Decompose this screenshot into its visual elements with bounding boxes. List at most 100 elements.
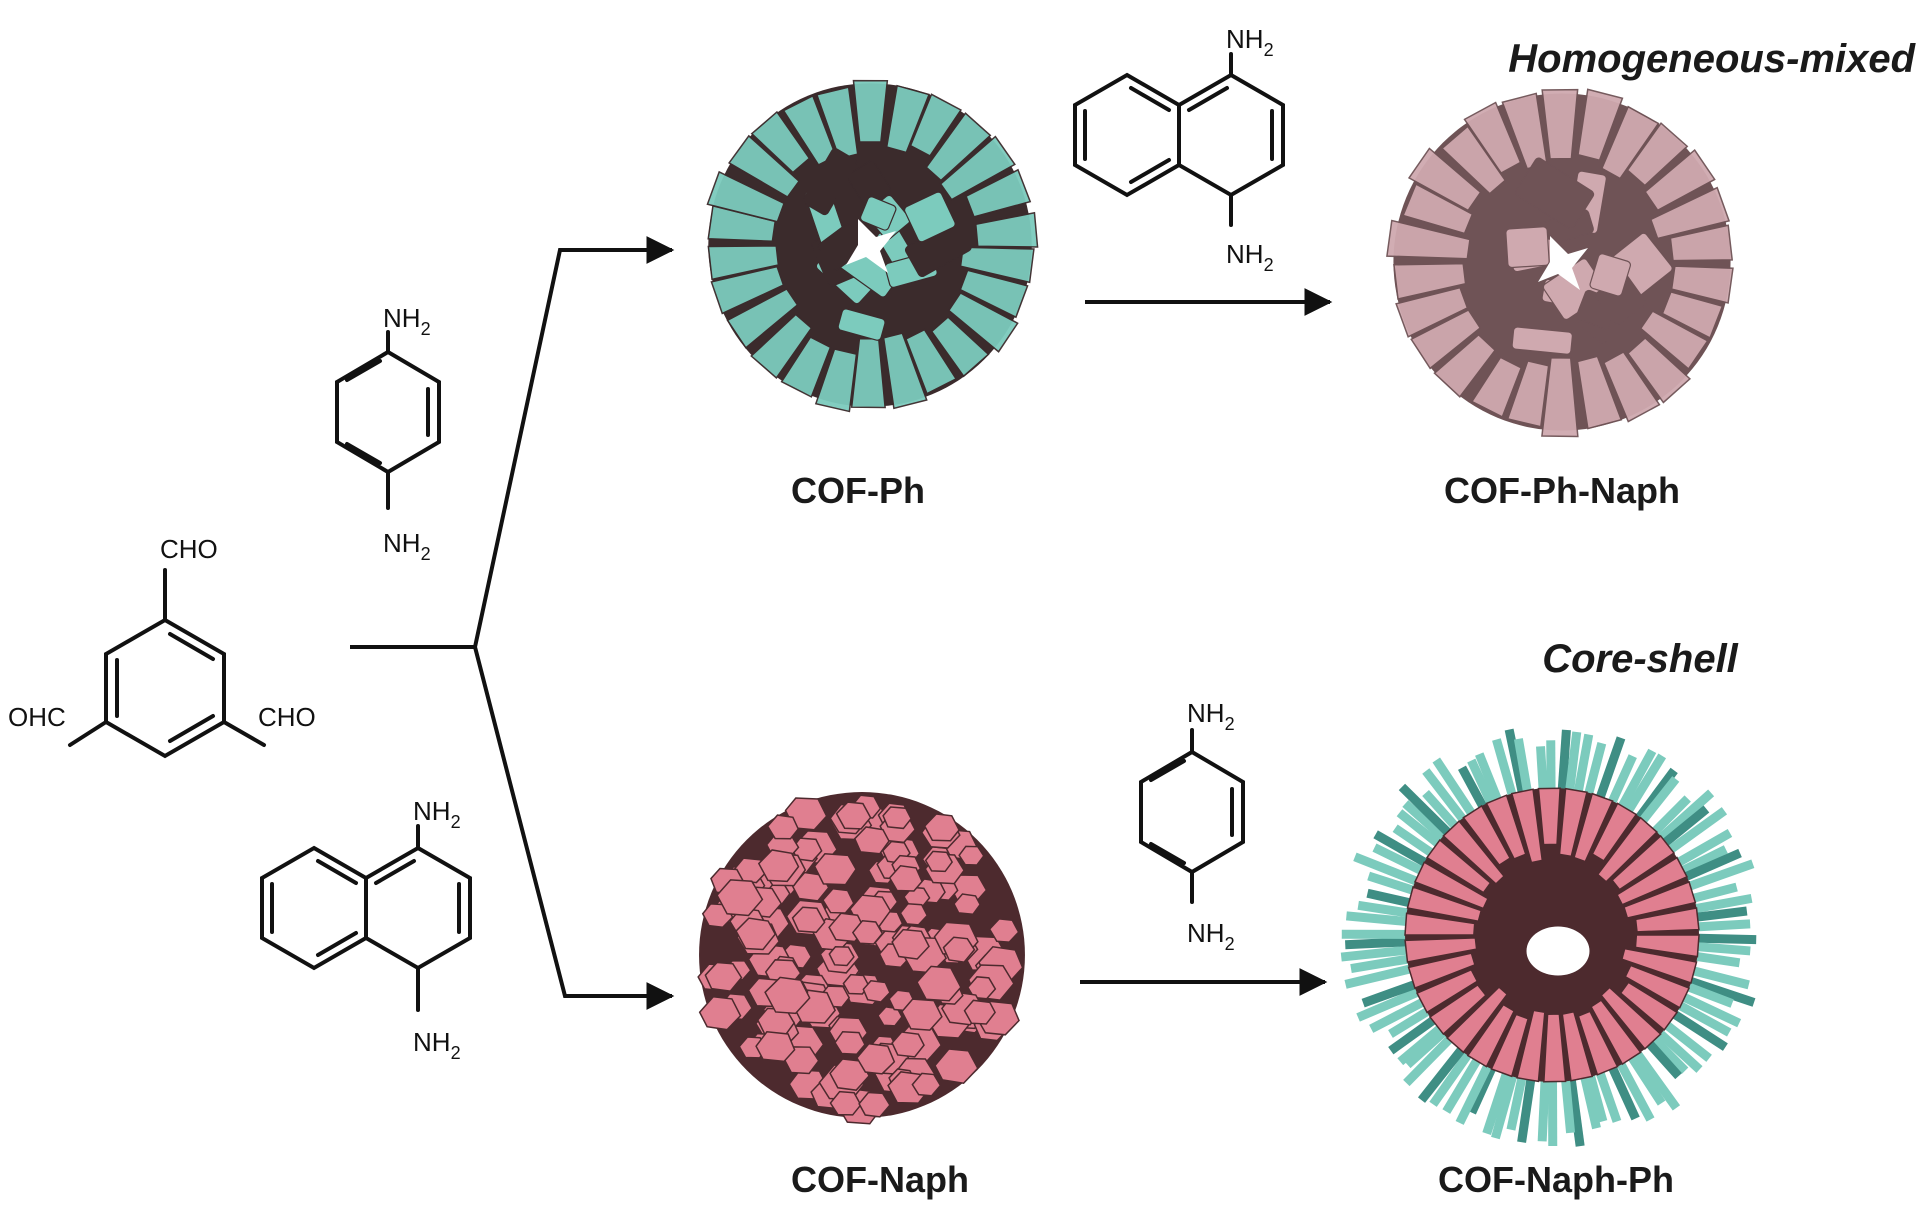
shell-rod xyxy=(1660,807,1728,859)
inner-block xyxy=(802,148,858,216)
shell-rod xyxy=(1344,962,1421,989)
inner-block xyxy=(1511,326,1573,355)
core-block xyxy=(1624,964,1691,1009)
hex-rod xyxy=(766,814,800,840)
shell-rod xyxy=(1668,829,1733,871)
sphere-block xyxy=(1576,355,1623,430)
shell-rod xyxy=(1491,1065,1520,1140)
sphere-block xyxy=(959,246,1035,284)
core-block xyxy=(1510,788,1544,864)
sphere-block xyxy=(710,265,785,315)
shell-rod xyxy=(1673,989,1742,1028)
nh2-bottom-label-naph2: NH2 xyxy=(1226,239,1274,275)
ohc-left-label: OHC xyxy=(8,702,66,732)
cho-top-label: CHO xyxy=(160,534,218,564)
shell-rod xyxy=(1679,859,1755,894)
hex-rod xyxy=(958,845,985,866)
core-block xyxy=(1590,999,1642,1066)
core-block xyxy=(1445,986,1509,1054)
sphere-block xyxy=(1626,336,1692,404)
shell-rod xyxy=(1565,1069,1585,1147)
shell-rod xyxy=(1345,936,1416,950)
core-block xyxy=(1596,816,1659,883)
core-block xyxy=(1425,838,1492,894)
sphere-block xyxy=(1506,360,1550,428)
core-block xyxy=(1577,1010,1619,1076)
sphere-block xyxy=(780,336,832,398)
arrow-to-cof-ph xyxy=(473,236,675,648)
sphere-block xyxy=(1577,88,1624,162)
hex-rod xyxy=(888,864,923,892)
core-block xyxy=(1406,886,1483,923)
shell-rod xyxy=(1429,1044,1478,1107)
hex-rod xyxy=(835,801,872,830)
core-block xyxy=(1616,856,1689,906)
core-block xyxy=(1537,787,1561,846)
phenylenediamine-structure-right: NH2 NH2 xyxy=(1139,698,1245,954)
sphere-block xyxy=(885,84,931,154)
shell-rod xyxy=(1340,944,1417,962)
shell-rod xyxy=(1557,729,1571,800)
hex-rod xyxy=(856,1042,896,1075)
sphere-block xyxy=(1395,286,1469,338)
sphere-block xyxy=(750,313,813,380)
hex-rod xyxy=(934,1048,979,1085)
shell-rod xyxy=(1455,1055,1496,1125)
shell-rod xyxy=(1517,1069,1537,1143)
core-block xyxy=(1490,1013,1530,1078)
sphere-block xyxy=(852,79,889,143)
sphere-block xyxy=(1393,262,1467,300)
core-block xyxy=(1462,804,1512,867)
sphere-block xyxy=(1541,357,1579,438)
core-block xyxy=(1415,968,1479,1014)
sphere-block xyxy=(1669,224,1734,262)
sphere-block xyxy=(959,269,1029,319)
hex-rod xyxy=(942,936,976,963)
pore-opening xyxy=(846,219,896,273)
core-block xyxy=(1442,819,1506,885)
hex-rod xyxy=(735,917,777,951)
core-block xyxy=(1466,1003,1516,1068)
sphere-block xyxy=(882,332,928,410)
core-block xyxy=(1634,907,1700,933)
shell-rod xyxy=(1628,1043,1681,1111)
hex-rod xyxy=(842,973,870,995)
shell-rod xyxy=(1537,1071,1550,1142)
sphere-block xyxy=(909,93,962,157)
sphere-block xyxy=(1626,122,1689,187)
hex-rod xyxy=(862,980,891,1003)
sphere-block xyxy=(947,291,1019,353)
hex-rod xyxy=(882,806,912,830)
sphere-block xyxy=(815,86,859,160)
arrow-to-cof-naph xyxy=(473,646,675,1010)
shell-rod xyxy=(1353,852,1427,889)
hex-rod xyxy=(924,850,954,873)
nh2-top-label-ph2: NH2 xyxy=(1187,698,1235,734)
hex-rod xyxy=(901,998,943,1031)
core-block xyxy=(1543,1013,1567,1083)
sphere-block xyxy=(965,168,1032,218)
hex-rod xyxy=(834,1030,866,1056)
phenylenediamine-structure-left: NH2 NH2 xyxy=(335,303,441,564)
shell-rod xyxy=(1350,953,1419,974)
cof-naph-sphere xyxy=(697,792,1025,1125)
sphere-block xyxy=(1639,310,1709,371)
shell-rod xyxy=(1675,848,1742,885)
shell-rod xyxy=(1346,911,1417,927)
core-block xyxy=(1485,794,1527,860)
core-block xyxy=(1413,861,1489,910)
label-cof-ph: COF-Ph xyxy=(791,470,925,511)
inner-block xyxy=(1515,157,1595,230)
shell-rod xyxy=(1482,1063,1514,1135)
core-block xyxy=(1600,986,1662,1051)
shell-rod xyxy=(1398,783,1458,843)
cof-naph-ph-sphere xyxy=(1340,728,1757,1147)
inner-block xyxy=(837,308,886,341)
inner-block xyxy=(1505,226,1550,269)
shell-rod xyxy=(1683,964,1750,990)
hex-rod xyxy=(764,976,811,1015)
hex-rod xyxy=(963,999,996,1025)
cho-right-label: CHO xyxy=(258,702,316,732)
cof-ph-sphere xyxy=(706,79,1039,413)
hex-rod xyxy=(784,797,828,831)
